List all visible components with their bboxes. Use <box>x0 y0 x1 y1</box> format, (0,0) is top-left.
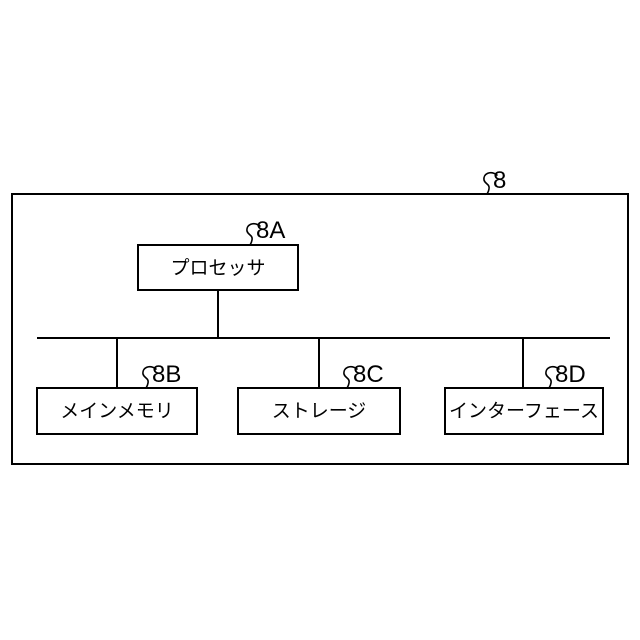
storage-box <box>237 387 401 435</box>
leader-squiggle-8 <box>483 172 498 195</box>
interface-box <box>444 387 604 435</box>
storage-label: ストレージ <box>272 401 367 422</box>
ref-label-8b: 8B <box>152 361 181 388</box>
leader-squiggle-8b <box>142 366 157 389</box>
processor-label: プロセッサ <box>170 257 265 279</box>
leader-squiggle-8a <box>246 223 261 246</box>
processor-box <box>137 244 299 291</box>
interface-label: インターフェース <box>449 400 599 422</box>
ref-label-8d: 8D <box>555 361 586 388</box>
ref-label-8: 8 <box>493 167 506 194</box>
main-memory-label: メインメモリ <box>60 401 173 422</box>
leader-squiggle-8c <box>343 366 358 389</box>
leader-squiggle-8d <box>545 366 560 389</box>
ref-label-8a: 8A <box>256 217 285 244</box>
ref-label-8c: 8C <box>353 361 384 388</box>
main-memory-box <box>36 387 198 435</box>
